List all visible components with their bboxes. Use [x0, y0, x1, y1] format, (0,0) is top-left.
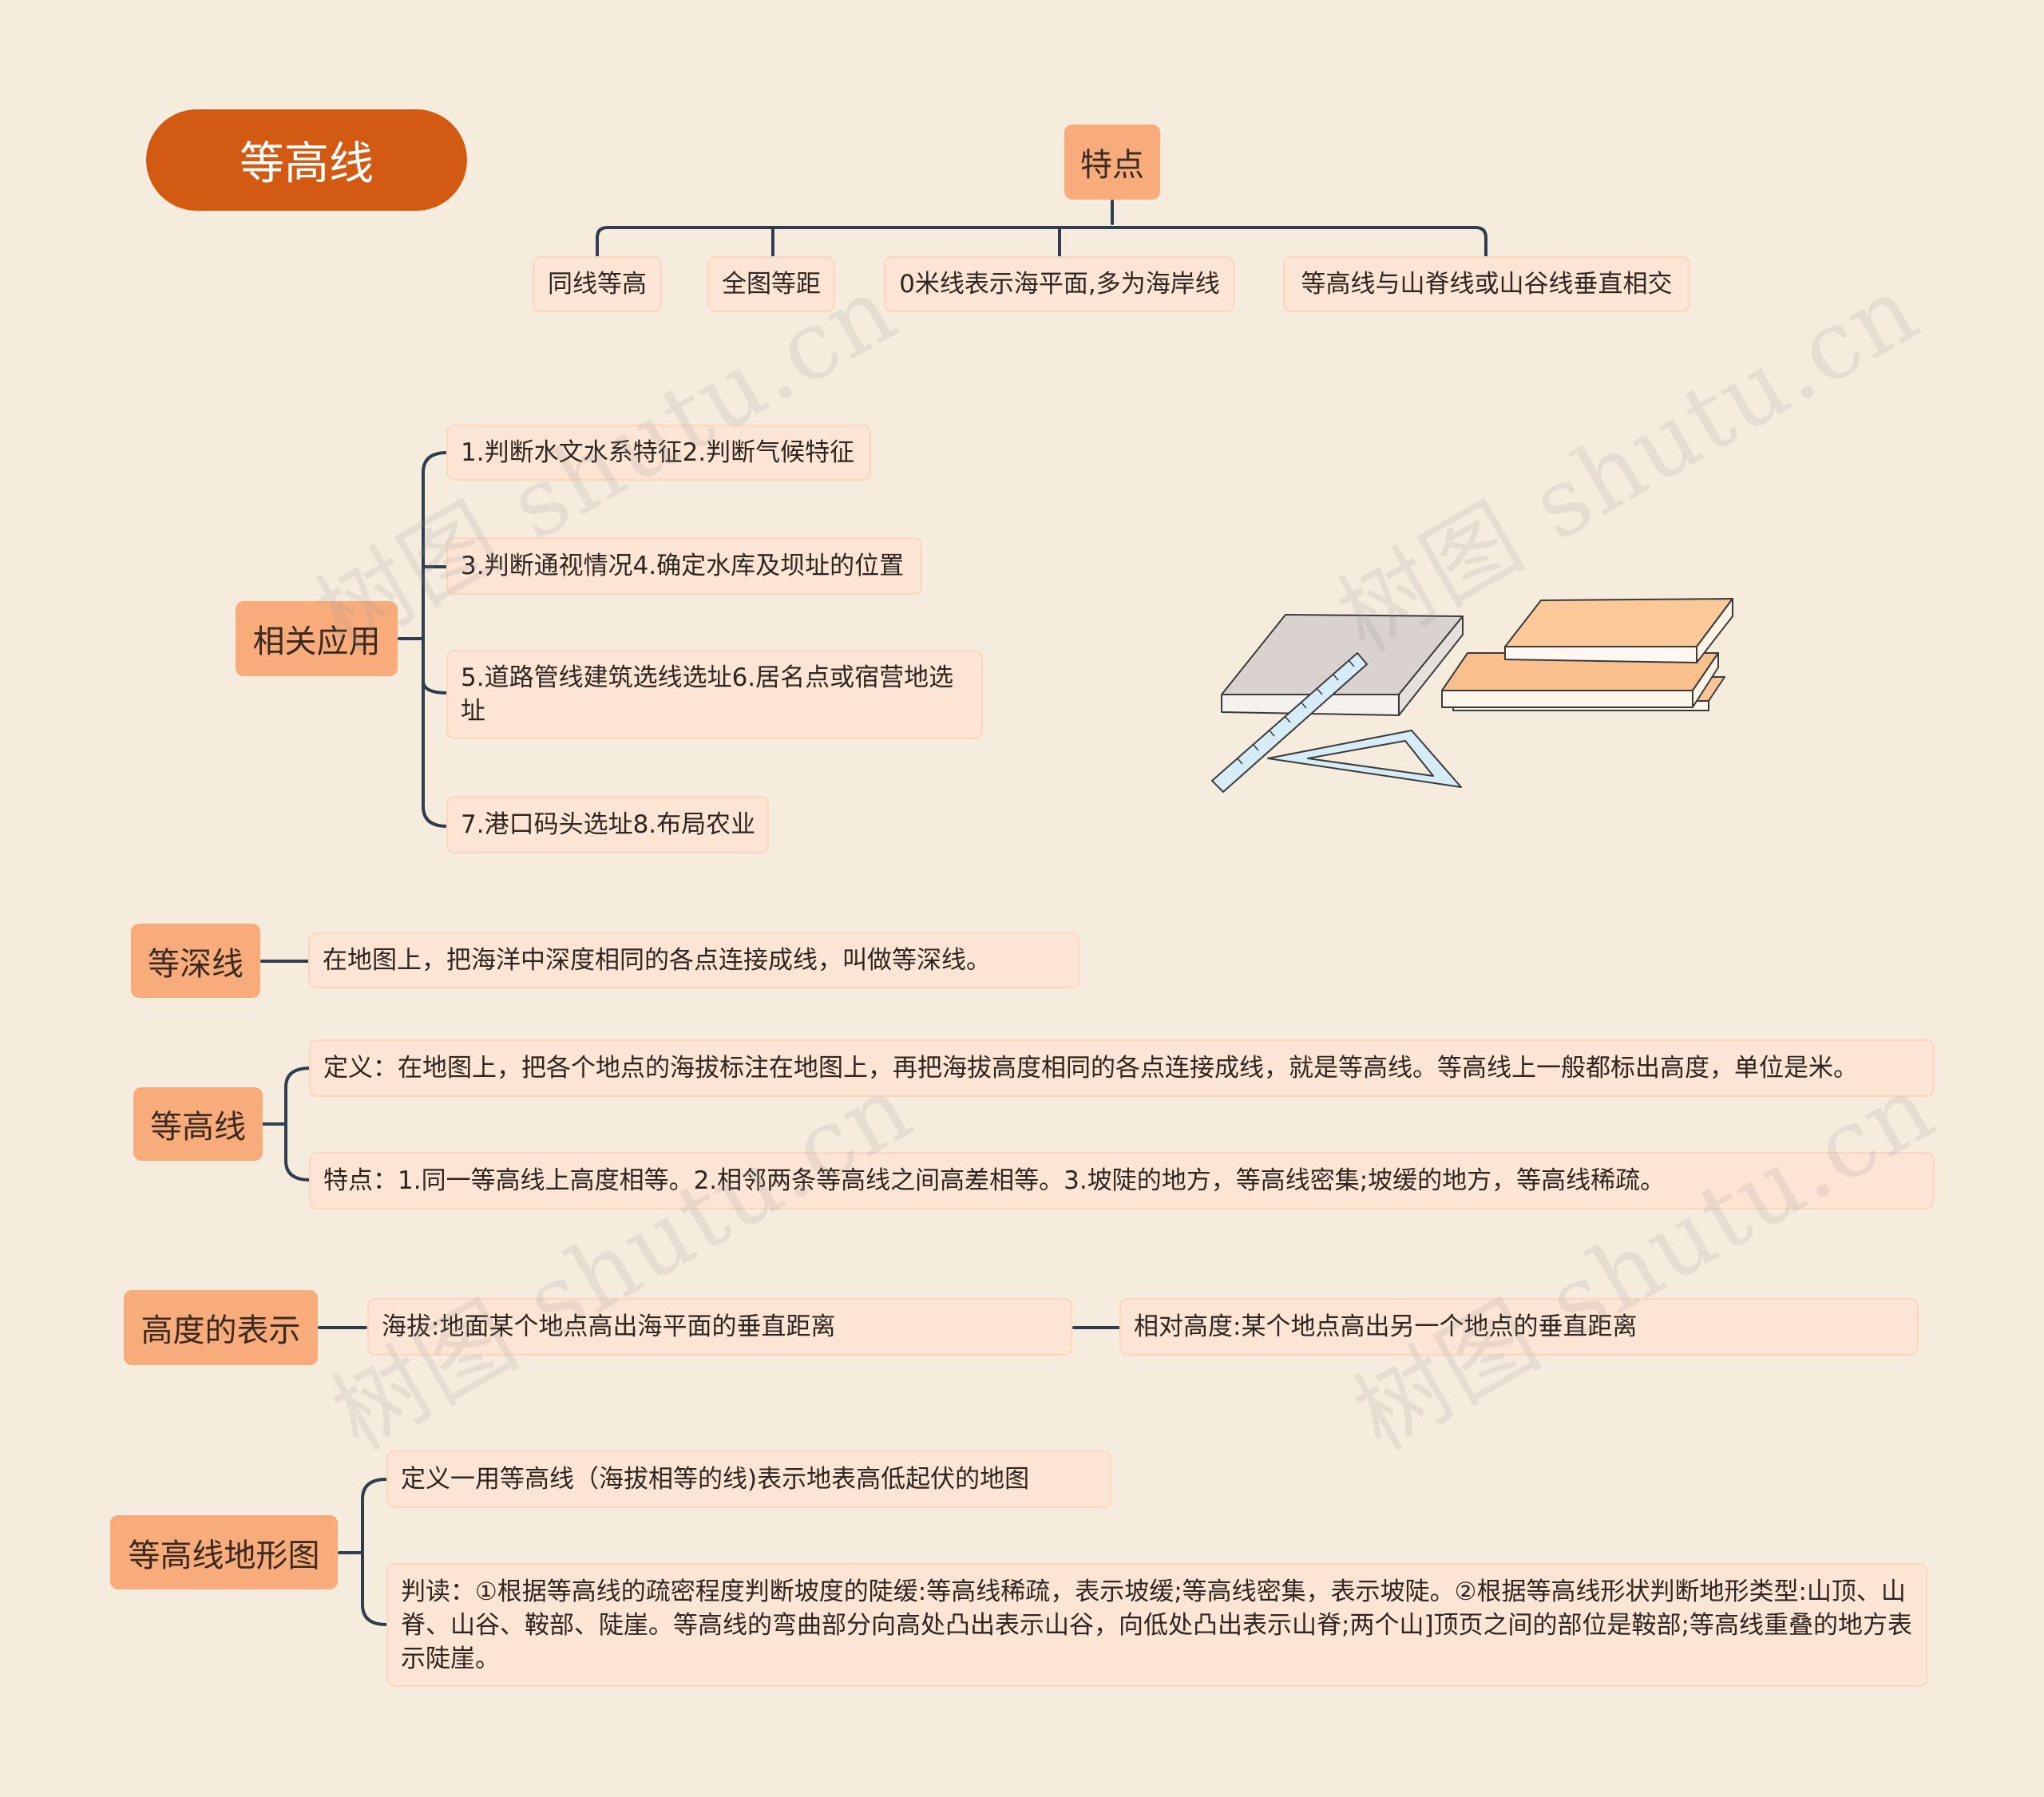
height-relative: 相对高度:某个地点高出另一个地点的垂直距离	[1119, 1298, 1919, 1356]
application-item-1: 1.判断水文水系特征2.判断气候特征	[446, 425, 871, 481]
topomap-reading: 判读：①根据等高线的疏密程度判断坡度的陡缓:等高线稀疏，表示坡缓;等高线密集，表…	[386, 1563, 1927, 1687]
feature-item-same-height: 同线等高	[533, 256, 662, 312]
application-item-4: 7.港口码头选址8.布局农业	[446, 796, 769, 853]
contour-definition: 定义：在地图上，把各个地点的海拔标注在地图上，再把海拔高度相同的各点连接成线，就…	[309, 1039, 1935, 1097]
contour-features: 特点：1.同一等高线上高度相等。2.相邻两条等高线之间高差相等。3.坡陡的地方，…	[309, 1152, 1935, 1209]
feature-item-zero-line: 0米线表示海平面,多为海岸线	[884, 256, 1235, 312]
height-absolute: 海拔:地面某个地点高出海平面的垂直距离	[367, 1298, 1072, 1356]
topic-features: 特点	[1064, 125, 1160, 200]
isobath-definition: 在地图上，把海洋中深度相同的各点连接成线，叫做等深线。	[308, 932, 1079, 988]
books-ruler-illustration	[1211, 598, 1733, 793]
topic-isobath: 等深线	[131, 924, 260, 998]
topic-applications: 相关应用	[236, 601, 398, 676]
topic-height: 高度的表示	[124, 1290, 318, 1365]
application-item-3: 5.道路管线建筑选线选址6.居名点或宿营地选址	[446, 650, 983, 739]
feature-item-perpendicular: 等高线与山脊线或山谷线垂直相交	[1283, 256, 1690, 312]
feature-item-equal-interval: 全图等距	[707, 256, 835, 312]
root-title: 等高线	[146, 109, 467, 211]
topic-topographic-map: 等高线地形图	[110, 1515, 338, 1589]
application-item-2: 3.判断通视情况4.确定水库及坝址的位置	[446, 537, 922, 595]
topic-contour: 等高线	[133, 1087, 263, 1161]
topomap-definition: 定义一用等高线（海拔相等的线)表示地表高低起伏的地图	[386, 1451, 1111, 1508]
